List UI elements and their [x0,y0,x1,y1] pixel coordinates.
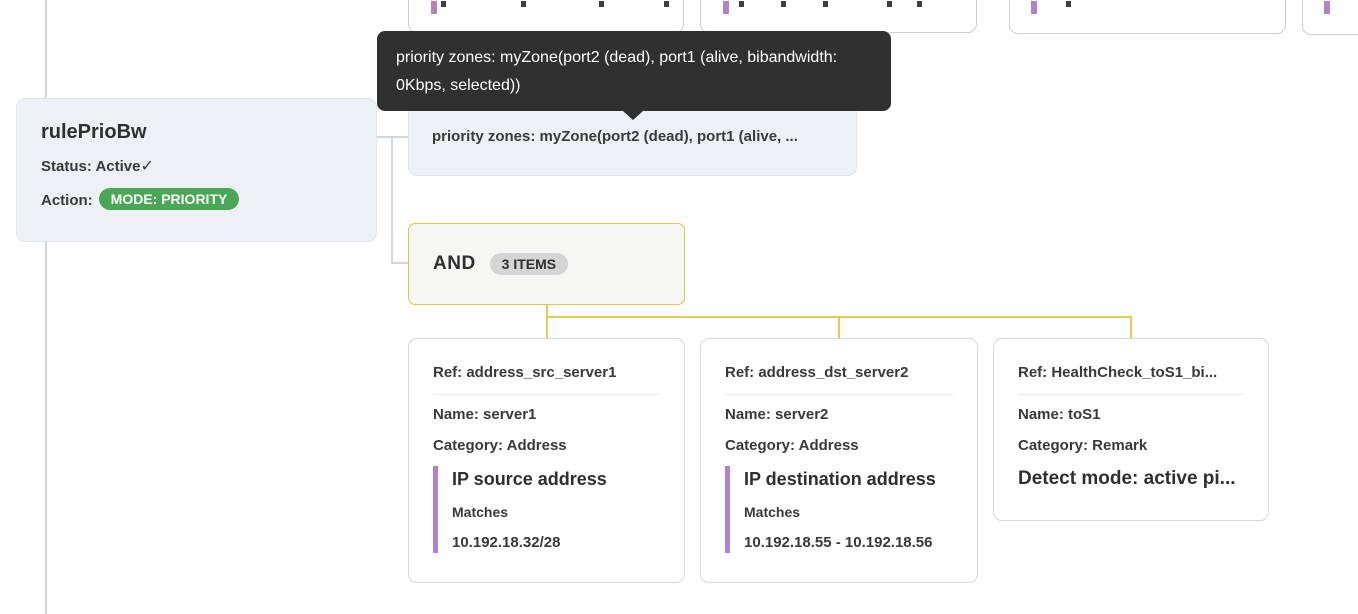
rule-status: Status: Active✓ [41,158,154,175]
match-block: IP destination address Matches 10.192.18… [725,466,953,553]
divider [433,394,660,395]
match-operator: Matches [452,504,509,520]
match-title: IP destination address [744,469,936,489]
purple-accent-bar [1031,1,1037,14]
card-name: Name: server1 [433,406,537,423]
connector-rule-to-and [391,262,408,264]
condition-card-healthcheck[interactable]: Ref: HealthCheck_toS1_bi... Name: toS1 C… [993,338,1269,521]
connector-and-drop-2 [838,316,840,339]
purple-accent-bar [431,1,437,14]
match-title: IP source address [452,469,607,489]
match-block: IP source address Matches 10.192.18.32/2… [433,466,660,553]
purple-accent-bar [1324,1,1330,14]
rule-action: Action:MODE: PRIORITY [41,188,352,210]
card-ref: Ref: address_src_server1 [433,364,617,381]
tooltip-arrow [623,111,643,120]
card-category: Category: Remark [1018,437,1148,454]
and-label: AND [433,253,476,274]
text-fragment [521,1,526,7]
connector-and-drop-3 [1130,316,1132,339]
card-category: Category: Address [725,437,859,454]
connector-parent-top [45,0,47,98]
clipped-card-4[interactable] [1302,0,1358,35]
text-fragment [599,1,604,7]
match-operator: Matches [744,504,801,520]
detect-mode-text: Detect mode: active pi... [1018,468,1236,489]
text-fragment [441,1,446,7]
clipped-card-2[interactable] [700,0,977,33]
divider [1018,394,1244,395]
text-fragment [664,1,669,7]
clipped-card-3[interactable] [1009,0,1286,34]
condition-card-src-address[interactable]: Ref: address_src_server1 Name: server1 C… [408,338,685,583]
check-icon: ✓ [140,158,154,175]
clipped-card-1[interactable] [408,0,684,33]
text-fragment [739,1,744,7]
rule-node[interactable]: rulePrioBw Status: Active✓ Action:MODE: … [16,98,377,242]
tooltip: priority zones: myZone(port2 (dead), por… [377,31,891,120]
priority-zones-text: priority zones: myZone(port2 (dead), por… [432,128,798,145]
text-fragment [781,1,786,7]
condition-card-dst-address[interactable]: Ref: address_dst_server2 Name: server2 C… [700,338,978,583]
card-name: Name: server2 [725,406,829,423]
items-count-badge: 3 ITEMS [489,253,569,275]
text-fragment [823,1,828,7]
action-mode-badge: MODE: PRIORITY [98,188,240,210]
purple-accent-bar [723,1,729,14]
text-fragment [917,1,922,7]
card-ref: Ref: HealthCheck_toS1_bi... [1018,364,1218,381]
and-group-node[interactable]: AND 3 ITEMS [408,223,685,305]
text-fragment [887,1,892,7]
card-name: Name: toS1 [1018,406,1101,423]
connector-parent-bottom [45,242,47,614]
match-value: 10.192.18.55 - 10.192.18.56 [744,534,933,551]
card-category: Category: Address [433,437,567,454]
connector-rule-branch [391,136,393,264]
match-value: 10.192.18.32/28 [452,534,561,551]
text-fragment [1066,1,1071,7]
card-ref: Ref: address_dst_server2 [725,364,909,381]
rule-title: rulePrioBw [41,121,147,143]
divider [725,394,953,395]
connector-and-drop-1 [546,305,548,339]
tooltip-text: priority zones: myZone(port2 (dead), por… [396,49,838,94]
